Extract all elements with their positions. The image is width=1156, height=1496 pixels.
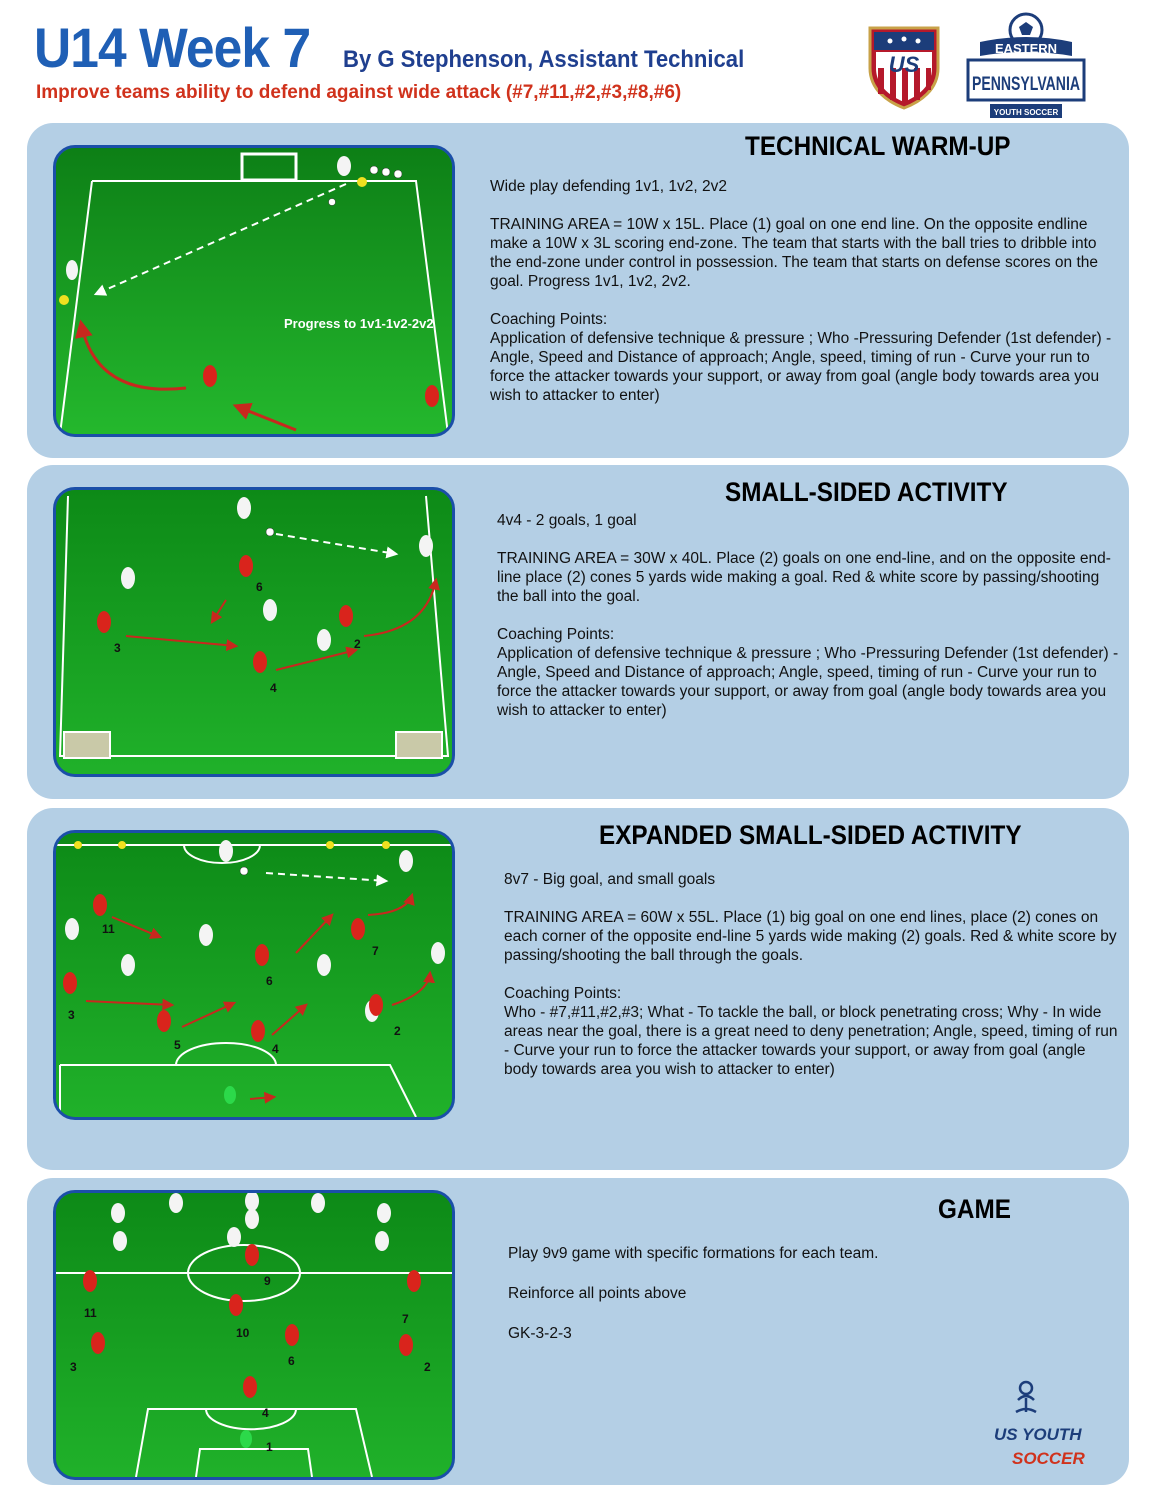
ss-number-3: 3 <box>114 641 121 655</box>
warmup-text: Wide play defending 1v1, 1v2, 2v2 TRAINI… <box>490 177 1120 405</box>
warmup-diagram: Progress to 1v1-1v2-2v2 <box>53 145 455 437</box>
expanded-coaching-label: Coaching Points: <box>504 985 622 1002</box>
small-sided-area: TRAINING AREA = 30W x 40L. Place (2) goa… <box>497 549 1122 606</box>
game-line2: Reinforce all points above <box>508 1285 687 1302</box>
expanded-diagram: 11 7 6 3 5 4 2 <box>53 830 455 1120</box>
expanded-panel: 11 7 6 3 5 4 2 EXPANDED SMALL-SIDED ACTI… <box>27 808 1129 1170</box>
warmup-panel: Progress to 1v1-1v2-2v2 TECHNICAL WARM-U… <box>27 123 1129 458</box>
ex-number-3: 3 <box>68 1008 75 1022</box>
game-number-9: 9 <box>264 1274 271 1288</box>
game-line1: Play 9v9 game with specific formations f… <box>508 1245 879 1262</box>
warmup-progress-label: Progress to 1v1-1v2-2v2 <box>284 316 434 331</box>
ex-number-2: 2 <box>394 1024 401 1038</box>
game-number-10: 10 <box>236 1326 250 1340</box>
epys-logo-bottom-text: YOUTH SOCCER <box>994 108 1059 117</box>
expanded-intro: 8v7 - Big goal, and small goals <box>504 871 716 888</box>
expanded-area: TRAINING AREA = 60W x 55L. Place (1) big… <box>504 908 1119 965</box>
small-sided-coaching-label: Coaching Points: <box>497 626 615 643</box>
ussf-crest-logo: US <box>868 26 940 110</box>
small-sided-diagram: 6 3 2 4 <box>53 487 455 777</box>
ex-number-7: 7 <box>372 944 379 958</box>
usys-line1: US YOUTH <box>994 1425 1082 1444</box>
game-number-6: 6 <box>288 1354 295 1368</box>
small-sided-area-label: TRAINING AREA <box>497 550 616 567</box>
page-subtitle: Improve teams ability to defend against … <box>36 82 682 103</box>
game-text: Play 9v9 game with specific formations f… <box>508 1244 1108 1343</box>
page-byline: By G Stephenson, Assistant Technical <box>343 46 745 73</box>
expanded-text: 8v7 - Big goal, and small goals TRAINING… <box>504 870 1119 1079</box>
small-sided-area-text: = 30W x 40L. Place (2) goals on one end-… <box>497 550 1111 605</box>
game-panel: 9 11 7 10 3 6 2 4 1 GAME Play 9v9 game w… <box>27 1178 1129 1485</box>
warmup-coaching-text: Application of defensive technique & pre… <box>490 330 1112 404</box>
warmup-coaching-label: Coaching Points: <box>490 311 608 328</box>
small-sided-intro: 4v4 - 2 goals, 1 goal <box>497 512 637 529</box>
epys-logo-main-text: PENNSYLVANIA <box>972 74 1080 95</box>
expanded-area-text: = 60W x 55L. Place (1) big goal on one e… <box>504 909 1117 964</box>
ex-number-4: 4 <box>272 1042 279 1056</box>
ss-number-4: 4 <box>270 681 277 695</box>
us-youth-soccer-logo: US YOUTH SOCCER <box>994 1380 1085 1468</box>
ss-number-2: 2 <box>354 637 361 651</box>
warmup-area-text: = 10W x 15L. Place (1) goal on one end l… <box>490 216 1099 290</box>
ussf-logo-text: US <box>889 52 920 77</box>
warmup-intro: Wide play defending 1v1, 1v2, 2v2 <box>490 178 727 195</box>
small-sided-text: 4v4 - 2 goals, 1 goal TRAINING AREA = 30… <box>497 511 1122 720</box>
ex-number-11: 11 <box>102 922 115 936</box>
game-number-7: 7 <box>402 1312 409 1326</box>
game-title: GAME <box>938 1194 1011 1224</box>
expanded-area-label: TRAINING AREA <box>504 909 623 926</box>
small-sided-coaching-text: Application of defensive technique & pre… <box>497 645 1119 719</box>
warmup-area-label: TRAINING AREA <box>490 216 609 233</box>
game-number-3: 3 <box>70 1360 77 1374</box>
game-number-1: 1 <box>266 1440 273 1454</box>
warmup-area: TRAINING AREA = 10W x 15L. Place (1) goa… <box>490 215 1120 291</box>
expanded-title: EXPANDED SMALL-SIDED ACTIVITY <box>599 820 1022 850</box>
ss-number-6: 6 <box>256 580 263 594</box>
eastern-pennsylvania-logo: EASTERN PENNSYLVANIA YOUTH SOCCER <box>966 12 1086 118</box>
ex-number-5: 5 <box>174 1038 181 1052</box>
page-title: U14 Week 7 <box>34 16 311 79</box>
warmup-title: TECHNICAL WARM-UP <box>745 131 1011 161</box>
game-number-11: 11 <box>84 1306 97 1320</box>
small-sided-panel: 6 3 2 4 SMALL-SIDED ACTIVITY 4v4 - 2 goa… <box>27 465 1129 799</box>
game-line3: GK-3-2-3 <box>508 1325 572 1342</box>
small-sided-title: SMALL-SIDED ACTIVITY <box>725 477 1008 507</box>
game-number-4: 4 <box>262 1406 269 1420</box>
usys-line2: SOCCER <box>1012 1449 1085 1468</box>
game-diagram: 9 11 7 10 3 6 2 4 1 <box>53 1190 455 1480</box>
epys-logo-top-text: EASTERN <box>995 41 1057 56</box>
ex-number-6: 6 <box>266 974 273 988</box>
game-number-2: 2 <box>424 1360 431 1374</box>
expanded-coaching-text: Who - #7,#11,#2,#3; What - To tackle the… <box>504 1004 1118 1078</box>
